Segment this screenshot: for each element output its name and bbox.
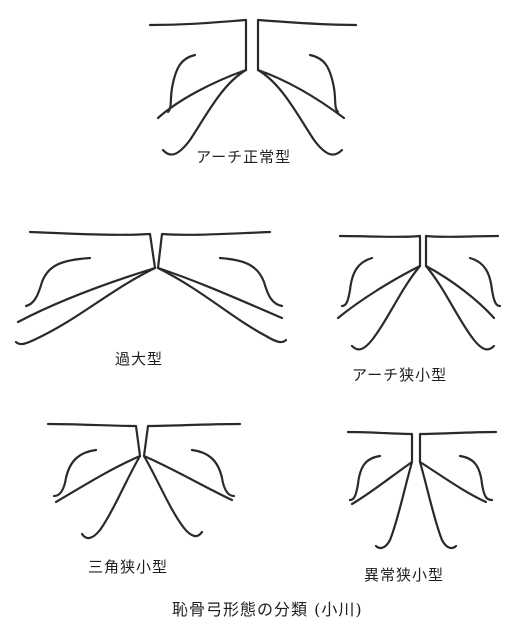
panel-normal-drawing — [148, 18, 358, 156]
label-abnormal-narrow: 異常狭小型 — [364, 566, 445, 584]
excessive-right-ramus — [156, 266, 288, 344]
excessive-left-foramen — [24, 256, 92, 308]
normal-right-outer-contour — [256, 18, 358, 120]
abnormal-narrow-right-outer-contour — [418, 430, 498, 504]
excessive-left-ramus — [14, 266, 157, 346]
arch-narrow-right-outer-contour — [424, 234, 500, 320]
arch-narrow-left-outer-contour — [336, 234, 422, 320]
triangle-narrow-left-foramen — [52, 448, 98, 498]
abnormal-narrow-left-outer-contour — [346, 430, 414, 506]
normal-right-ramus — [256, 68, 344, 156]
excessive-right-foramen — [218, 256, 284, 308]
abnormal-narrow-right-ramus — [418, 460, 458, 550]
excessive-right-outer-contour — [156, 230, 284, 320]
abnormal-narrow-right-foramen — [458, 454, 494, 502]
panel-triangle-narrow-drawing — [46, 422, 242, 540]
normal-left-foramen — [166, 53, 197, 114]
panel-abnormal-narrow-drawing — [346, 430, 498, 550]
abnormal-narrow-left-ramus — [374, 460, 414, 550]
arch-narrow-left-foramen — [340, 256, 374, 308]
arch-narrow-left-ramus — [350, 264, 422, 351]
normal-left-outer-contour — [148, 18, 248, 120]
label-excessive: 過大型 — [115, 350, 164, 368]
arch-narrow-right-ramus — [424, 264, 496, 351]
label-triangle-narrow: 三角狭小型 — [88, 558, 169, 576]
abnormal-narrow-left-foramen — [348, 454, 382, 502]
arch-narrow-right-foramen — [468, 256, 502, 308]
triangle-narrow-left-ramus — [80, 454, 142, 540]
normal-left-ramus — [161, 68, 248, 156]
panel-arch-narrow-drawing — [336, 234, 502, 351]
triangle-narrow-left-outer-contour — [46, 422, 142, 504]
normal-right-foramen — [308, 53, 340, 114]
label-arch-narrow: アーチ狭小型 — [352, 366, 448, 384]
label-normal: アーチ正常型 — [196, 148, 292, 166]
panel-excessive-drawing — [14, 230, 288, 346]
triangle-narrow-right-outer-contour — [142, 422, 242, 502]
triangle-narrow-right-foramen — [190, 448, 236, 498]
figure-caption: 恥骨弓形態の分類 (小川) — [172, 600, 363, 619]
triangle-narrow-right-ramus — [142, 454, 204, 538]
